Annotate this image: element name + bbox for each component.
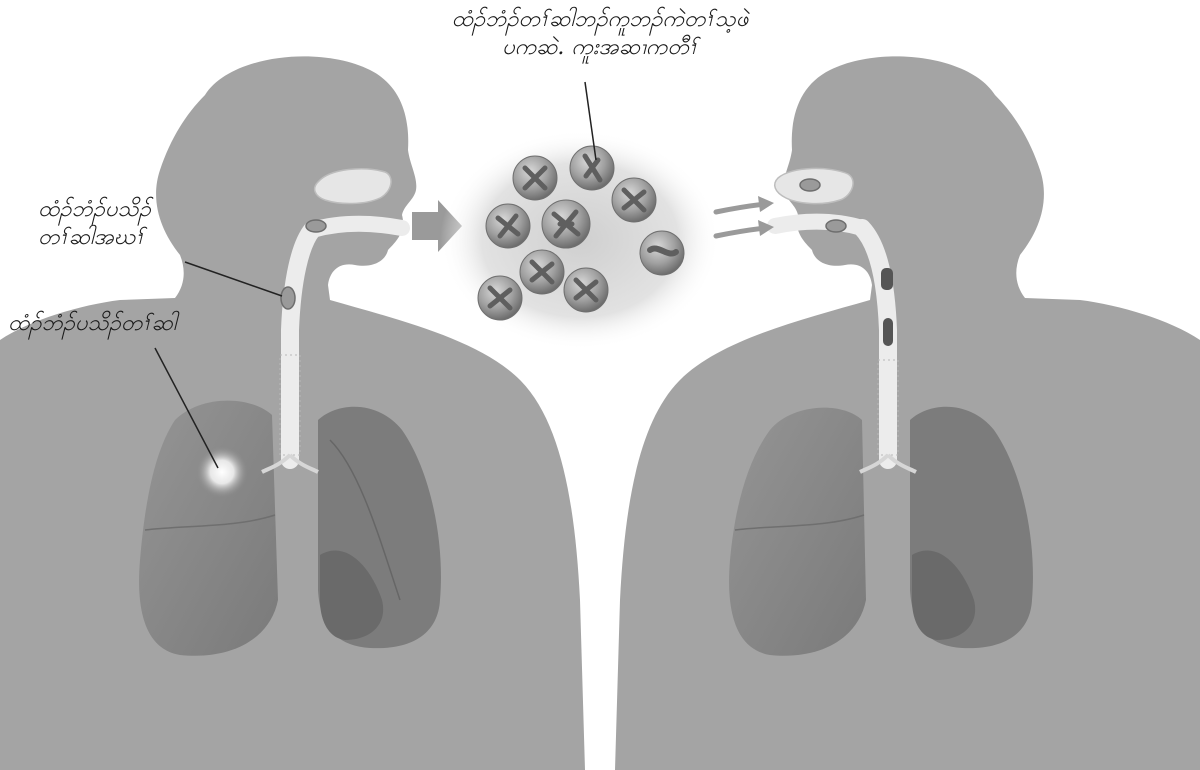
germ-7 <box>520 250 564 294</box>
label-lung-infection: ထံၣ်ဘံၣ်ပသိၣ်တၢ်ဆါ <box>8 310 238 338</box>
label-throat-germs: ထံၣ်ဘံၣ်ပသိၣ် တၢ်ဆါအဃၢ် <box>38 196 228 252</box>
germ-4 <box>486 204 530 248</box>
label-throat-line-1: ထံၣ်ဘံၣ်ပသိၣ် <box>38 196 228 224</box>
label-throat-line-2: တၢ်ဆါအဃၢ် <box>38 224 228 252</box>
right-person-mouth-airway <box>775 222 862 228</box>
label-airborne-particles: ထံၣ်ဘံၣ်တၢ်ဆါဘၣ်ကူဘၣ်ကဲတၢ်သ့ဖဲ ပကဆဲ. ကူး… <box>395 6 805 62</box>
right-person-trachea-germ-1 <box>881 268 893 290</box>
germ-9 <box>478 276 522 320</box>
inhale-arrow-upper-head <box>758 196 774 212</box>
inhale-arrow-upper <box>716 204 765 212</box>
right-person-nasal-germ <box>800 179 820 191</box>
left-person-throat-germ <box>281 287 295 309</box>
germ-8 <box>564 268 608 312</box>
germ-1 <box>513 156 557 200</box>
germ-2 <box>570 146 614 190</box>
inhale-arrows <box>716 196 774 236</box>
right-person-trachea-germ-2 <box>883 318 893 346</box>
germ-3 <box>612 178 656 222</box>
right-person-body <box>615 56 1200 770</box>
inhale-arrow-lower <box>716 228 765 236</box>
germ-6 <box>640 231 684 275</box>
label-airborne-line-2: ပကဆဲ. ကူးအဆၢကတီၢ် <box>395 34 805 62</box>
label-airborne-line-1: ထံၣ်ဘံၣ်တၢ်ဆါဘၣ်ကူဘၣ်ကဲတၢ်သ့ဖဲ <box>395 6 805 34</box>
right-person <box>615 56 1200 770</box>
right-person-mouth-germ <box>826 220 846 232</box>
left-person-infection-spot <box>196 446 248 498</box>
germ-cloud <box>440 130 720 350</box>
left-person-mouth-germ <box>306 220 326 232</box>
germ-5 <box>542 200 590 248</box>
